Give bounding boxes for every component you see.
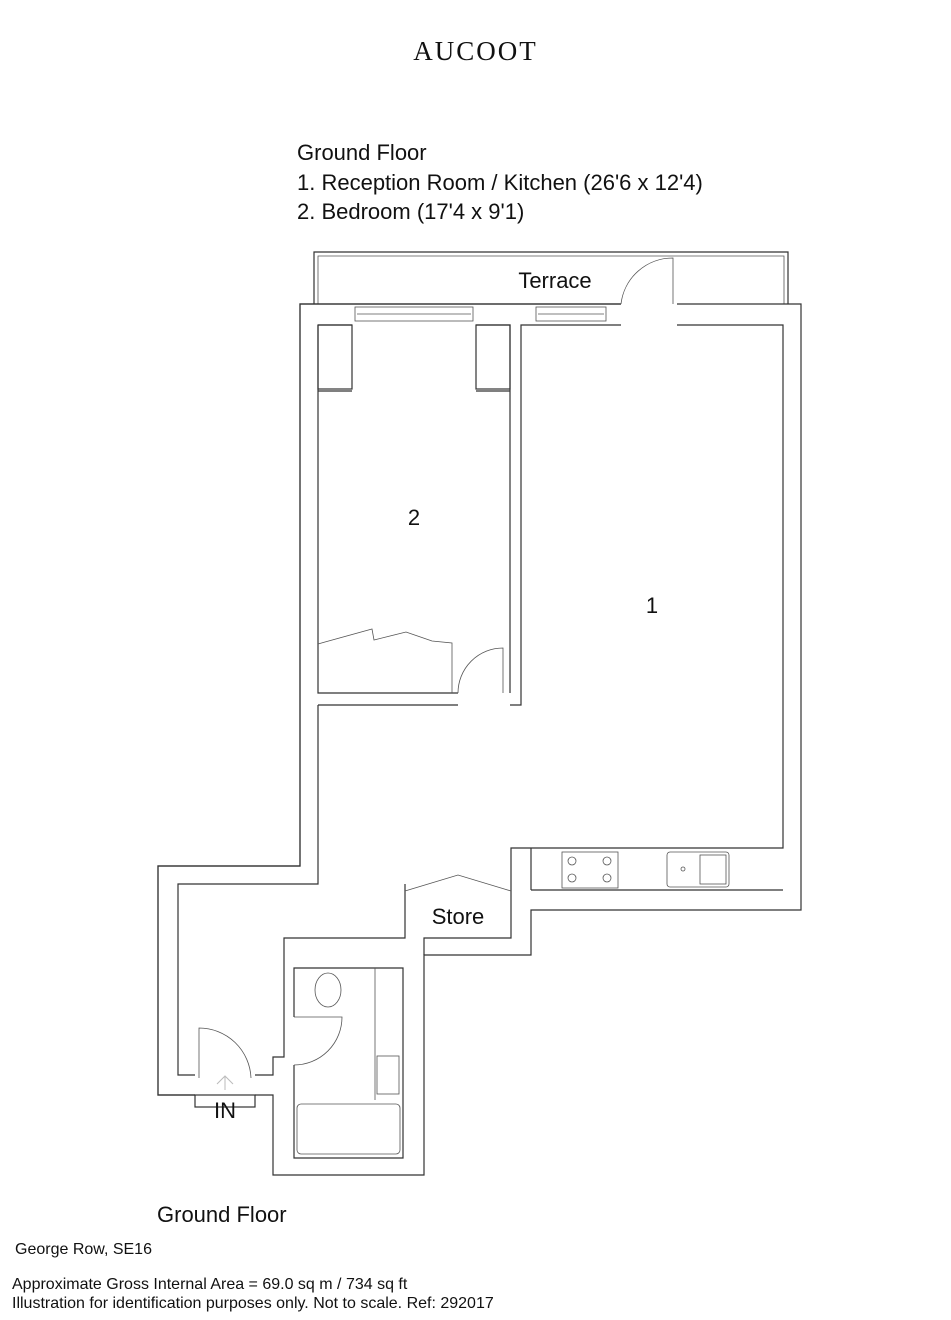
kitchen-counter [530, 848, 783, 891]
entrance-arrow-icon [216, 1075, 234, 1090]
entrance-door[interactable] [198, 1027, 252, 1079]
bedroom-door[interactable] [457, 647, 504, 694]
floor-heading: Ground Floor [297, 140, 427, 165]
address: George Row, SE16 [15, 1241, 152, 1258]
bath-icon [296, 1103, 401, 1155]
bathroom-door[interactable] [293, 1016, 343, 1066]
brand-logo: AUCOOT [413, 36, 538, 66]
room-1-description: 1. Reception Room / Kitchen (26'6 x 12'4… [297, 170, 703, 195]
area-text: Approximate Gross Internal Area = 69.0 s… [12, 1276, 408, 1293]
sink-icon [666, 851, 730, 888]
basin-icon [376, 1055, 400, 1095]
terrace [313, 251, 789, 304]
store-label: Store [432, 904, 485, 929]
terrace-label: Terrace [518, 268, 591, 293]
toilet-icon [314, 972, 342, 1008]
store-door[interactable] [404, 874, 512, 892]
hob-icon [561, 851, 619, 889]
entrance-label: IN [214, 1098, 236, 1123]
terrace-door[interactable] [620, 257, 674, 305]
room-2-description: 2. Bedroom (17'4 x 9'1) [297, 199, 525, 224]
room-2-label: 2 [408, 505, 420, 530]
room-1-label: 1 [646, 593, 658, 618]
bathroom [293, 967, 404, 1159]
window [354, 306, 474, 322]
plan-floor-label: Ground Floor [157, 1202, 287, 1227]
disclaimer-text: Illustration for identification purposes… [12, 1295, 494, 1312]
outer-wall [157, 303, 621, 1096]
window [535, 306, 607, 322]
